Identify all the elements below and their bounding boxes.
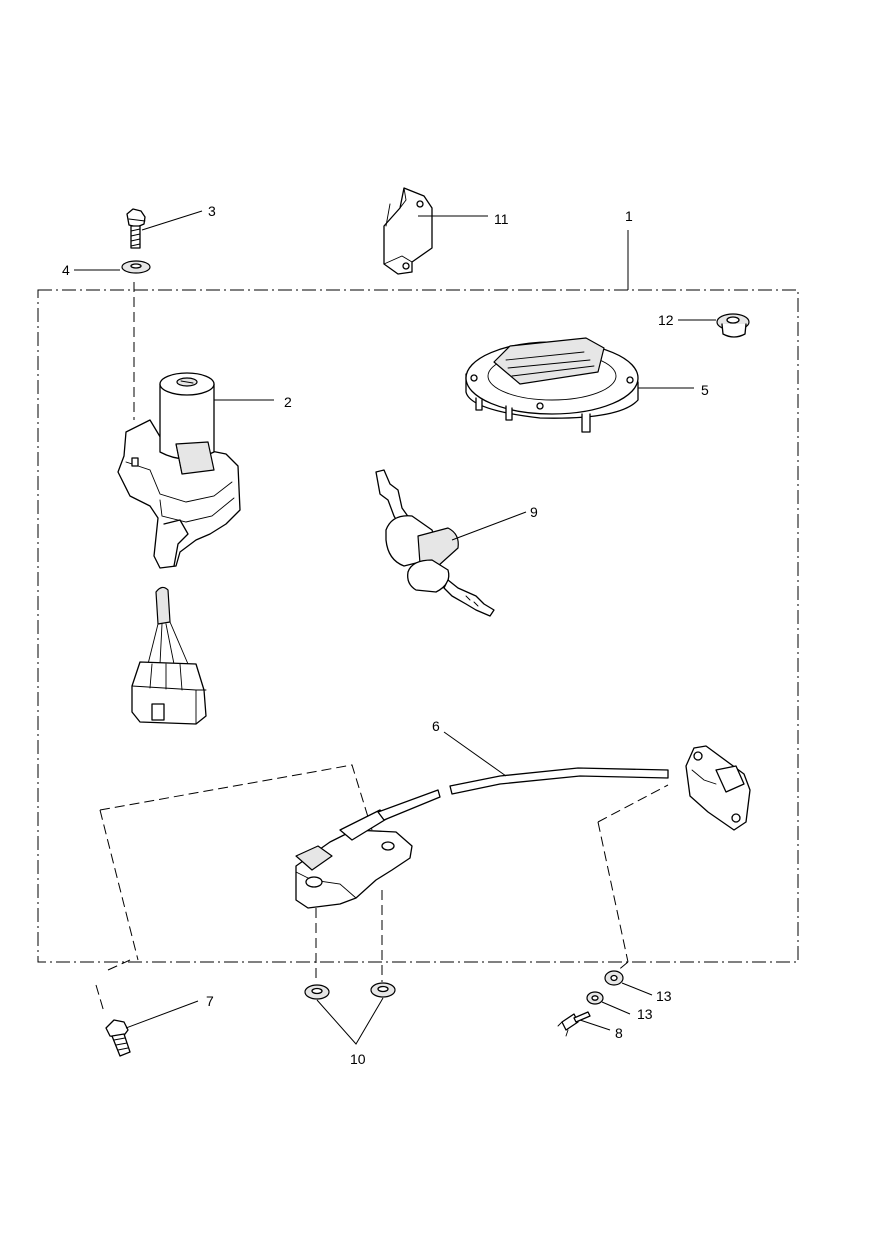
sensor-cable-part-6 [295,745,751,909]
leader-lines [74,210,716,1045]
washers-part-10 [304,982,396,1000]
washers-part-13 [586,970,624,1005]
bracket-part-11 [383,187,433,275]
callout-12: 12 [658,312,674,328]
ignition-connector [131,661,207,725]
callout-7: 7 [206,993,214,1009]
bolt-part-3 [126,208,146,249]
grommet-part-12 [716,313,750,338]
callout-5: 5 [701,382,709,398]
ignition-switch-part-2 [117,372,241,569]
callout-8: 8 [615,1025,623,1041]
keys-part-9 [375,469,495,617]
callout-3: 3 [208,203,216,219]
alignment-lines [95,282,669,1013]
callout-10: 10 [350,1051,366,1067]
callout-1: 1 [625,208,633,224]
callout-13-upper: 13 [656,988,672,1004]
callout-4: 4 [62,262,70,278]
callout-9: 9 [530,504,538,520]
callout-13-lower: 13 [637,1006,653,1022]
washer-part-4 [121,260,151,274]
callout-2: 2 [284,394,292,410]
fuel-cap-part-5 [465,337,639,433]
callout-6: 6 [432,718,440,734]
ignition-wiring [147,586,189,665]
callouts: 1 2 3 4 5 6 7 8 9 10 11 12 13 13 [62,203,709,1067]
kit-boundary [37,289,799,963]
callout-11: 11 [494,211,509,227]
screw-part-7 [105,1019,131,1057]
rivet-part-8 [557,1011,591,1037]
